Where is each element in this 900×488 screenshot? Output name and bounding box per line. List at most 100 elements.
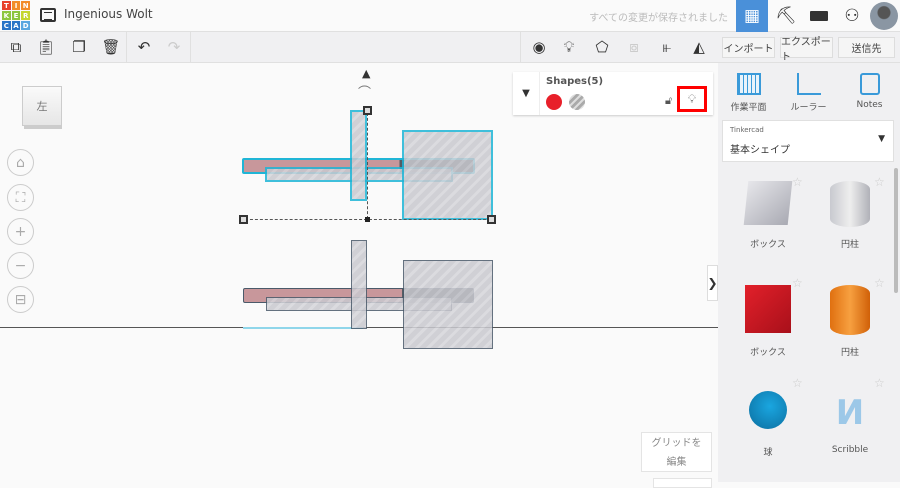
scrollbar[interactable] <box>894 168 898 293</box>
logo-letter: K <box>2 11 11 20</box>
library-selected: 基本シェイプ <box>730 145 790 156</box>
shape-label: ボックス <box>750 240 786 250</box>
undo-button[interactable]: ↶ <box>132 36 156 58</box>
undo-icon: ↶ <box>137 38 151 56</box>
fit-view-button[interactable]: ⛶ <box>7 184 34 211</box>
bricks-button[interactable] <box>803 0 835 32</box>
avatar[interactable] <box>868 0 900 32</box>
shape-vertical-bar[interactable] <box>350 110 367 201</box>
edit-grid-button[interactable]: グリッドを編集 <box>641 432 712 472</box>
shape-inspector: ▼ Shapes(5) 🔓︎ 💡︎ <box>513 72 713 115</box>
redo-button[interactable]: ↷ <box>162 36 186 58</box>
redo-icon: ↷ <box>167 38 181 56</box>
ungroup-button[interactable]: ⧇ <box>622 36 646 58</box>
group-icon: ⬠ <box>595 38 609 56</box>
zoom-out-button[interactable]: − <box>7 252 34 279</box>
design-title[interactable]: Ingenious Wolt <box>64 7 153 21</box>
avatar-icon <box>870 2 898 30</box>
resize-handle[interactable] <box>487 215 496 224</box>
sphere-icon <box>749 391 787 429</box>
logo-letter: A <box>11 21 21 30</box>
add-user-icon: ⚇ <box>844 6 860 26</box>
send-to-button[interactable]: 送信先 <box>838 37 895 58</box>
import-button[interactable]: インポート <box>722 37 775 58</box>
favorite-star-icon[interactable]: ☆ <box>792 175 803 189</box>
grid-icon: ▦ <box>743 6 761 26</box>
shape-label: ボックス <box>750 348 786 358</box>
tinkercad-logo[interactable]: T I N K E R C A D <box>2 1 30 30</box>
hide-light-bulb-icon[interactable]: 💡︎ <box>677 86 707 112</box>
shape-label: 球 <box>763 448 773 458</box>
center-handle[interactable] <box>365 217 370 222</box>
shape-card-box-gray[interactable]: ボックス <box>733 181 803 250</box>
shape-label: 円柱 <box>840 348 859 358</box>
align-button[interactable]: ⫦ <box>655 36 679 58</box>
logo-letter: I <box>11 1 21 10</box>
notes-tool[interactable]: Notes <box>842 73 897 110</box>
mirror-icon: ◭ <box>693 38 705 56</box>
copy-button[interactable]: ⧉ <box>4 36 28 58</box>
paste-button[interactable]: 📋︎ <box>34 36 58 58</box>
invite-user-button[interactable]: ⚇ <box>836 0 868 32</box>
snap-grid-button[interactable] <box>653 478 712 488</box>
resize-handle[interactable] <box>239 215 248 224</box>
fit-icon: ⛶ <box>15 189 26 206</box>
mirror-button[interactable]: ◭ <box>687 36 711 58</box>
duplicate-button[interactable]: ❐ <box>67 36 91 58</box>
collapse-inspector-icon[interactable]: ▼ <box>513 72 540 115</box>
notes-icon <box>859 73 880 95</box>
library-dropdown[interactable]: Tinkercad 基本シェイプ ▼ <box>722 120 894 162</box>
view-cube[interactable]: 左 <box>22 86 62 129</box>
shape-vertical-bar[interactable] <box>351 240 367 329</box>
3d-view-button[interactable]: ▦ <box>736 0 768 32</box>
rotate-handle-icon[interactable]: ⌒ <box>358 86 372 101</box>
home-view-button[interactable]: ⌂ <box>7 149 34 176</box>
view-cube-face: 左 <box>36 100 48 113</box>
perspective-button[interactable]: ⊟ <box>7 286 34 313</box>
logo-letter: C <box>2 21 11 30</box>
zoom-in-button[interactable]: + <box>7 218 34 245</box>
rotate-arrow-up-icon[interactable]: ▲ <box>362 67 371 80</box>
lock-icon[interactable]: 🔓︎ <box>665 94 673 107</box>
brick-icon <box>810 11 828 21</box>
shape-card-box-red[interactable]: ボックス <box>733 285 803 358</box>
minus-icon: − <box>14 257 27 274</box>
ruler-tool[interactable]: ルーラー <box>781 73 836 113</box>
favorite-star-icon[interactable]: ☆ <box>874 175 885 189</box>
favorite-star-icon[interactable]: ☆ <box>874 376 885 390</box>
eye-bubble-icon: ◉ <box>532 38 546 56</box>
solid-color-button[interactable] <box>546 94 562 110</box>
shape-card-cylinder-gray[interactable]: 円柱 <box>815 181 885 250</box>
trash-icon: 🗑︎ <box>101 38 121 56</box>
ruler-icon <box>796 73 821 95</box>
shape-hole-box[interactable] <box>402 130 493 220</box>
right-panel: 作業平面 ルーラー Notes Tinkercad 基本シェイプ ▼ ボックス … <box>718 63 900 482</box>
shape-card-sphere[interactable]: 球 <box>733 391 803 458</box>
edit-toolbar: ⧉ 📋︎ ❐ 🗑︎ ↶ ↷ ◉ 💡︎ ⬠ ⧇ ⫦ ◭ インポート エクスポート … <box>0 32 900 63</box>
logo-letter: T <box>2 1 11 10</box>
hole-button[interactable] <box>569 94 585 110</box>
align-icon: ⫦ <box>662 38 672 56</box>
duplicate-icon: ❐ <box>72 38 86 56</box>
shape-card-cylinder-orange[interactable]: 円柱 <box>815 285 885 358</box>
bounding-line <box>367 113 368 219</box>
pickaxe-button[interactable]: ⛏ <box>770 0 802 32</box>
panel-toggle-button[interactable]: ❯ <box>707 265 718 301</box>
tool-label: Notes <box>856 100 883 110</box>
favorite-star-icon[interactable]: ☆ <box>792 376 803 390</box>
shape-hole-box[interactable] <box>403 260 493 349</box>
edit-grid-label: グリッドを編集 <box>651 438 702 468</box>
export-button[interactable]: エクスポート <box>780 37 833 63</box>
logo-letter: R <box>21 11 30 20</box>
hide-button[interactable]: 💡︎ <box>557 36 581 58</box>
design-list-icon[interactable] <box>40 8 56 22</box>
delete-button[interactable]: 🗑︎ <box>99 36 123 58</box>
favorite-star-icon[interactable]: ☆ <box>874 276 885 290</box>
show-all-button[interactable]: ◉ <box>527 36 551 58</box>
favorite-star-icon[interactable]: ☆ <box>792 276 803 290</box>
workplane-tool[interactable]: 作業平面 <box>721 73 776 113</box>
resize-handle[interactable] <box>363 106 372 115</box>
copy-icon: ⧉ <box>10 38 22 56</box>
group-button[interactable]: ⬠ <box>590 36 614 58</box>
